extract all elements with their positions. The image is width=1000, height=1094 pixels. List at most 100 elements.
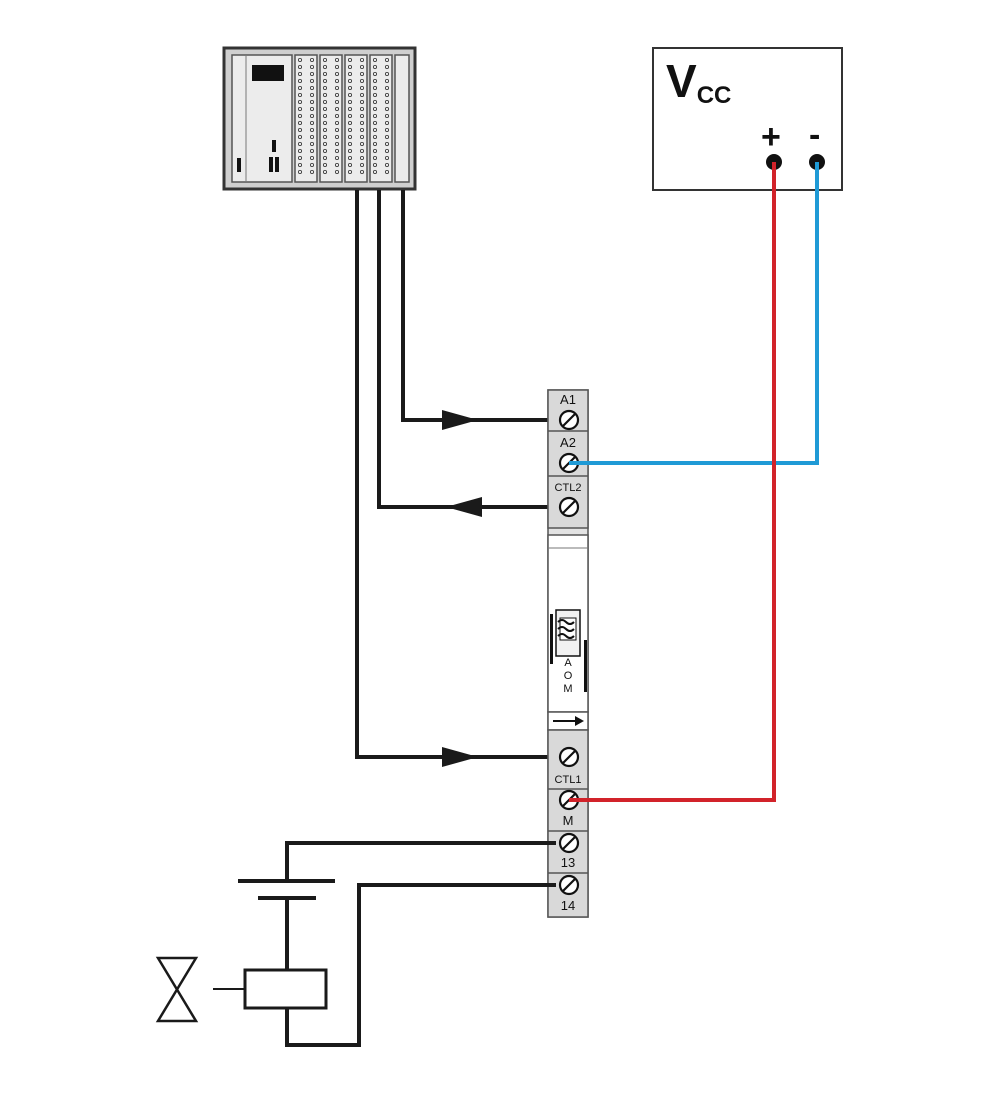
- plc-led-dot: [297, 65, 302, 70]
- plc-io-led-dots: [297, 58, 389, 174]
- mode-switch: A O M: [550, 609, 587, 695]
- plc-led-dot: [334, 127, 339, 132]
- output-circuit: [155, 841, 556, 1047]
- plc-led-dot: [334, 162, 339, 167]
- plc-led-dot: [359, 141, 364, 146]
- plc-io-modules: [294, 54, 410, 183]
- plc-led-dot: [384, 93, 389, 98]
- plc-led-dot: [309, 107, 314, 112]
- plc-led-dot: [347, 86, 352, 91]
- plc-led-dot: [334, 72, 339, 77]
- plc-led-dot: [334, 107, 339, 112]
- plc-led-dot: [347, 79, 352, 84]
- mode-letter-a: A: [564, 657, 572, 669]
- plc-led-dot: [322, 107, 327, 112]
- plc-led-dot: [372, 134, 377, 139]
- plc-led-dot: [359, 58, 364, 63]
- screw-icon: [558, 874, 580, 896]
- plc-led-dot: [309, 93, 314, 98]
- plc-led-dot: [322, 93, 327, 98]
- plc-led-dot: [384, 169, 389, 174]
- vcc-label-sub: CC: [697, 82, 732, 109]
- plc-led-dot: [334, 134, 339, 139]
- plc-led-dot: [297, 86, 302, 91]
- plc-led-dot: [322, 79, 327, 84]
- plc-led-dot: [347, 107, 352, 112]
- plc-led-dot: [372, 114, 377, 119]
- plc-led-dot: [334, 79, 339, 84]
- plc-led-dot: [297, 114, 302, 119]
- plc-led-dot: [309, 114, 314, 119]
- plc-led-dot: [372, 58, 377, 63]
- plc-led-dot: [347, 58, 352, 63]
- minus-label: -: [809, 116, 820, 154]
- plc-led-dot: [334, 65, 339, 70]
- plc-led-dot: [347, 169, 352, 174]
- plc-led-dot: [322, 141, 327, 146]
- plc-led-dot: [384, 127, 389, 132]
- plc-led-dot: [384, 121, 389, 126]
- plc-led-dot: [372, 93, 377, 98]
- arrow-right-a1: [442, 410, 478, 430]
- plc-led-dot: [372, 141, 377, 146]
- plc-led-dot: [334, 169, 339, 174]
- plc-led-dot: [347, 155, 352, 160]
- direction-arrow-icon: [575, 716, 584, 726]
- plc-led-dot: [309, 121, 314, 126]
- plc-led-dot: [297, 79, 302, 84]
- plc-controller: [222, 46, 417, 191]
- plc-led-dot: [334, 100, 339, 105]
- plc-led-dot: [322, 114, 327, 119]
- plc-led-dot: [309, 100, 314, 105]
- plc-led-dot: [372, 148, 377, 153]
- plc-led-dot: [347, 162, 352, 167]
- plc-led-dot: [384, 100, 389, 105]
- plc-led-dot: [297, 169, 302, 174]
- plc-led-dot: [359, 79, 364, 84]
- arrow-right-ctl1: [442, 747, 478, 767]
- plc-led-dot: [359, 93, 364, 98]
- plus-label: +: [761, 118, 781, 156]
- plc-led-dot: [359, 72, 364, 77]
- plc-led-dot: [384, 134, 389, 139]
- solenoid-coil: [243, 968, 328, 1010]
- plc-led-dot: [372, 155, 377, 160]
- plc-led-dot: [297, 93, 302, 98]
- plc-led-dot: [347, 72, 352, 77]
- plc-led-dot: [322, 148, 327, 153]
- plc-led-dot: [297, 134, 302, 139]
- plc-led-dot: [372, 72, 377, 77]
- plc-led-dot: [384, 155, 389, 160]
- plc-led-dot: [322, 155, 327, 160]
- plc-led-dot: [359, 127, 364, 132]
- plc-led-dot: [359, 86, 364, 91]
- plc-led-dot: [384, 114, 389, 119]
- plc-led-dot: [322, 134, 327, 139]
- plc-led-dot: [384, 141, 389, 146]
- vcc-label: VCC: [666, 55, 731, 109]
- plc-signal-wires: [355, 190, 556, 759]
- plc-led-dot: [297, 155, 302, 160]
- plc-led-dot: [309, 141, 314, 146]
- plc-led-dot: [297, 141, 302, 146]
- plc-led-dot: [309, 134, 314, 139]
- wire-13-to-battery: [285, 841, 556, 881]
- plc-led-dot: [359, 107, 364, 112]
- wire-plc-to-a1: [401, 190, 556, 422]
- plc-led-dot: [334, 141, 339, 146]
- plc-led-dot: [372, 121, 377, 126]
- mode-letter-o: O: [564, 670, 573, 682]
- plc-led-dot: [309, 162, 314, 167]
- plc-led-dot: [384, 162, 389, 167]
- plc-led-dot: [347, 65, 352, 70]
- plc-led-dot: [334, 58, 339, 63]
- plc-led-dot: [334, 155, 339, 160]
- plc-led-dot: [384, 107, 389, 112]
- plc-led-dot: [347, 100, 352, 105]
- plc-led-dot: [384, 148, 389, 153]
- plc-led-dot: [359, 155, 364, 160]
- plc-led-dot: [347, 121, 352, 126]
- plc-led-dot: [322, 100, 327, 105]
- plc-led-dot: [372, 107, 377, 112]
